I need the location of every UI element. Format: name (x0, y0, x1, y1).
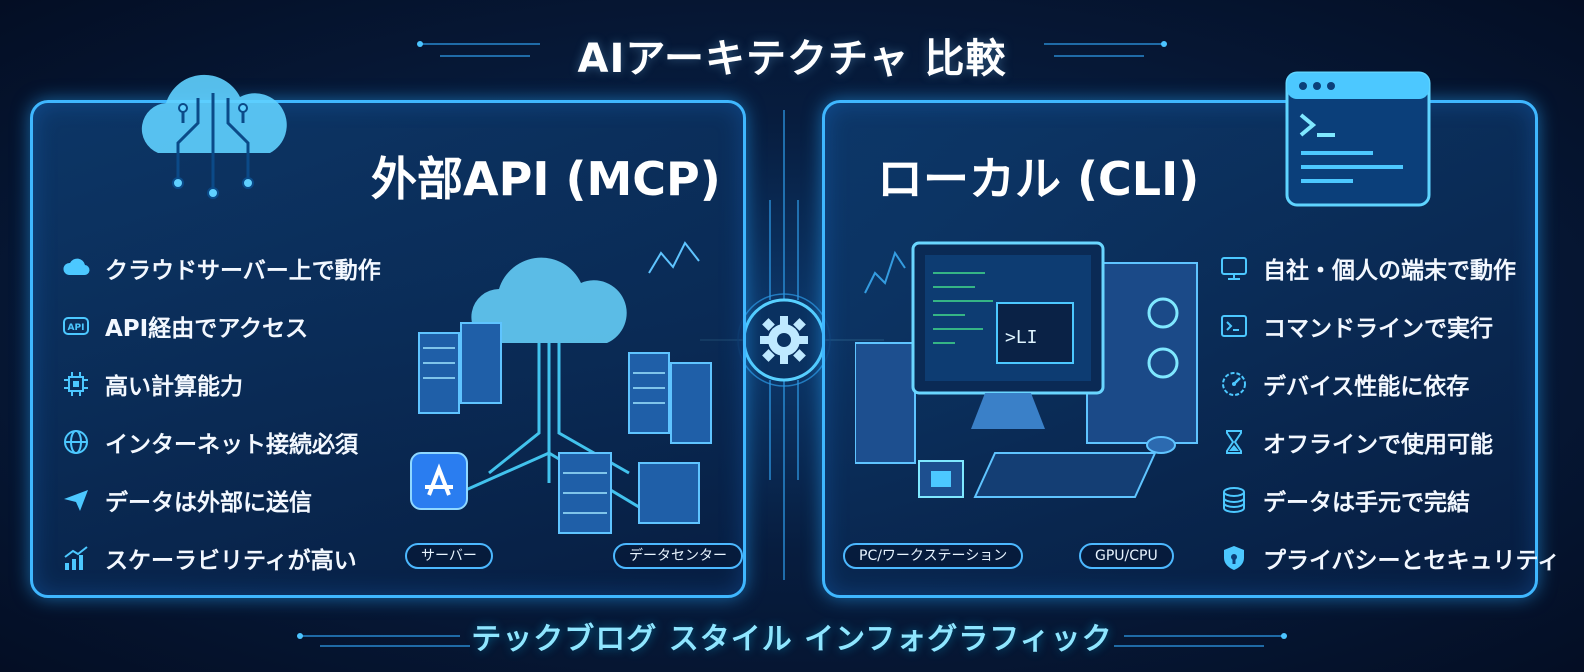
feature-label: データは手元で完結 (1263, 490, 1470, 516)
svg-text:API: API (68, 323, 85, 333)
feature-label: 高い計算能力 (105, 374, 243, 400)
feature-item: プライバシーとセキュリティ (1219, 541, 1560, 575)
center-gear-icon (737, 293, 831, 387)
feature-label: オフラインで使用可能 (1263, 432, 1493, 458)
feature-label: コマンドラインで実行 (1263, 316, 1493, 342)
feature-label: 自社・個人の端末で動作 (1263, 258, 1516, 284)
feature-label: デバイス性能に依存 (1263, 374, 1470, 400)
feature-label: API経由でアクセス (105, 316, 309, 342)
feature-label: スケーラビリティが高い (105, 548, 357, 574)
terminal-screen-text: >LI (1005, 327, 1038, 348)
monitor-icon (1221, 257, 1247, 280)
local-cli-panel: ローカル (CLI) >LI PC/ワークステーション GPU/CPU (822, 71, 1560, 598)
workstation-tag: PC/ワークステーション (843, 543, 1024, 569)
feature-item: デバイス性能に依存 (1219, 367, 1469, 401)
gpu-cpu-tag: GPU/CPU (1079, 543, 1174, 569)
hourglass-icon (1226, 430, 1242, 454)
footer-caption: テックブログ スタイル インフォグラフィック (471, 622, 1113, 657)
feature-label: インターネット接続必須 (105, 432, 358, 458)
feature-item: インターネット接続必須 (61, 425, 358, 459)
feature-label: プライバシーとセキュリティ (1263, 548, 1561, 574)
feature-item: API API経由でアクセス (61, 309, 308, 343)
database-icon (1223, 487, 1245, 513)
cloud-server-illustration (410, 241, 712, 534)
api-icon: API (63, 317, 89, 335)
feature-item: コマンドラインで実行 (1219, 309, 1493, 343)
feature-item: 高い計算能力 (61, 367, 243, 401)
datacenter-tag: データセンター (613, 543, 743, 569)
feature-item: データは手元で完結 (1219, 483, 1470, 517)
server-tag: サーバー (405, 543, 493, 569)
growth-chart-icon (64, 546, 88, 570)
terminal-window-icon (1285, 71, 1431, 207)
feature-item: データは外部に送信 (61, 483, 312, 517)
globe-icon (64, 430, 88, 454)
feature-item: クラウドサーバー上で動作 (61, 251, 381, 285)
external-api-panel: 外部API (MCP) クラウドサーバー上で動作 API API経由でアクセス … (30, 74, 746, 598)
feature-item: 自社・個人の端末で動作 (1219, 251, 1516, 285)
feature-label: クラウドサーバー上で動作 (105, 258, 381, 284)
external-api-heading: 外部API (MCP) (371, 152, 721, 206)
terminal-icon (1221, 315, 1247, 337)
shield-icon (1224, 546, 1244, 570)
feature-item: オフラインで使用可能 (1219, 425, 1493, 459)
chip-icon (64, 372, 88, 396)
page-title: AIアーキテクチャ 比較 (577, 36, 1007, 82)
cloud-network-icon (141, 74, 287, 199)
workstation-illustration: >LI (855, 241, 1198, 498)
feature-label: データは外部に送信 (105, 490, 312, 516)
feature-item: スケーラビリティが高い (61, 541, 357, 575)
gauge-icon (1222, 372, 1246, 396)
local-cli-heading: ローカル (CLI) (877, 152, 1200, 206)
paper-plane-icon (64, 490, 88, 511)
cloud-icon (63, 258, 90, 276)
